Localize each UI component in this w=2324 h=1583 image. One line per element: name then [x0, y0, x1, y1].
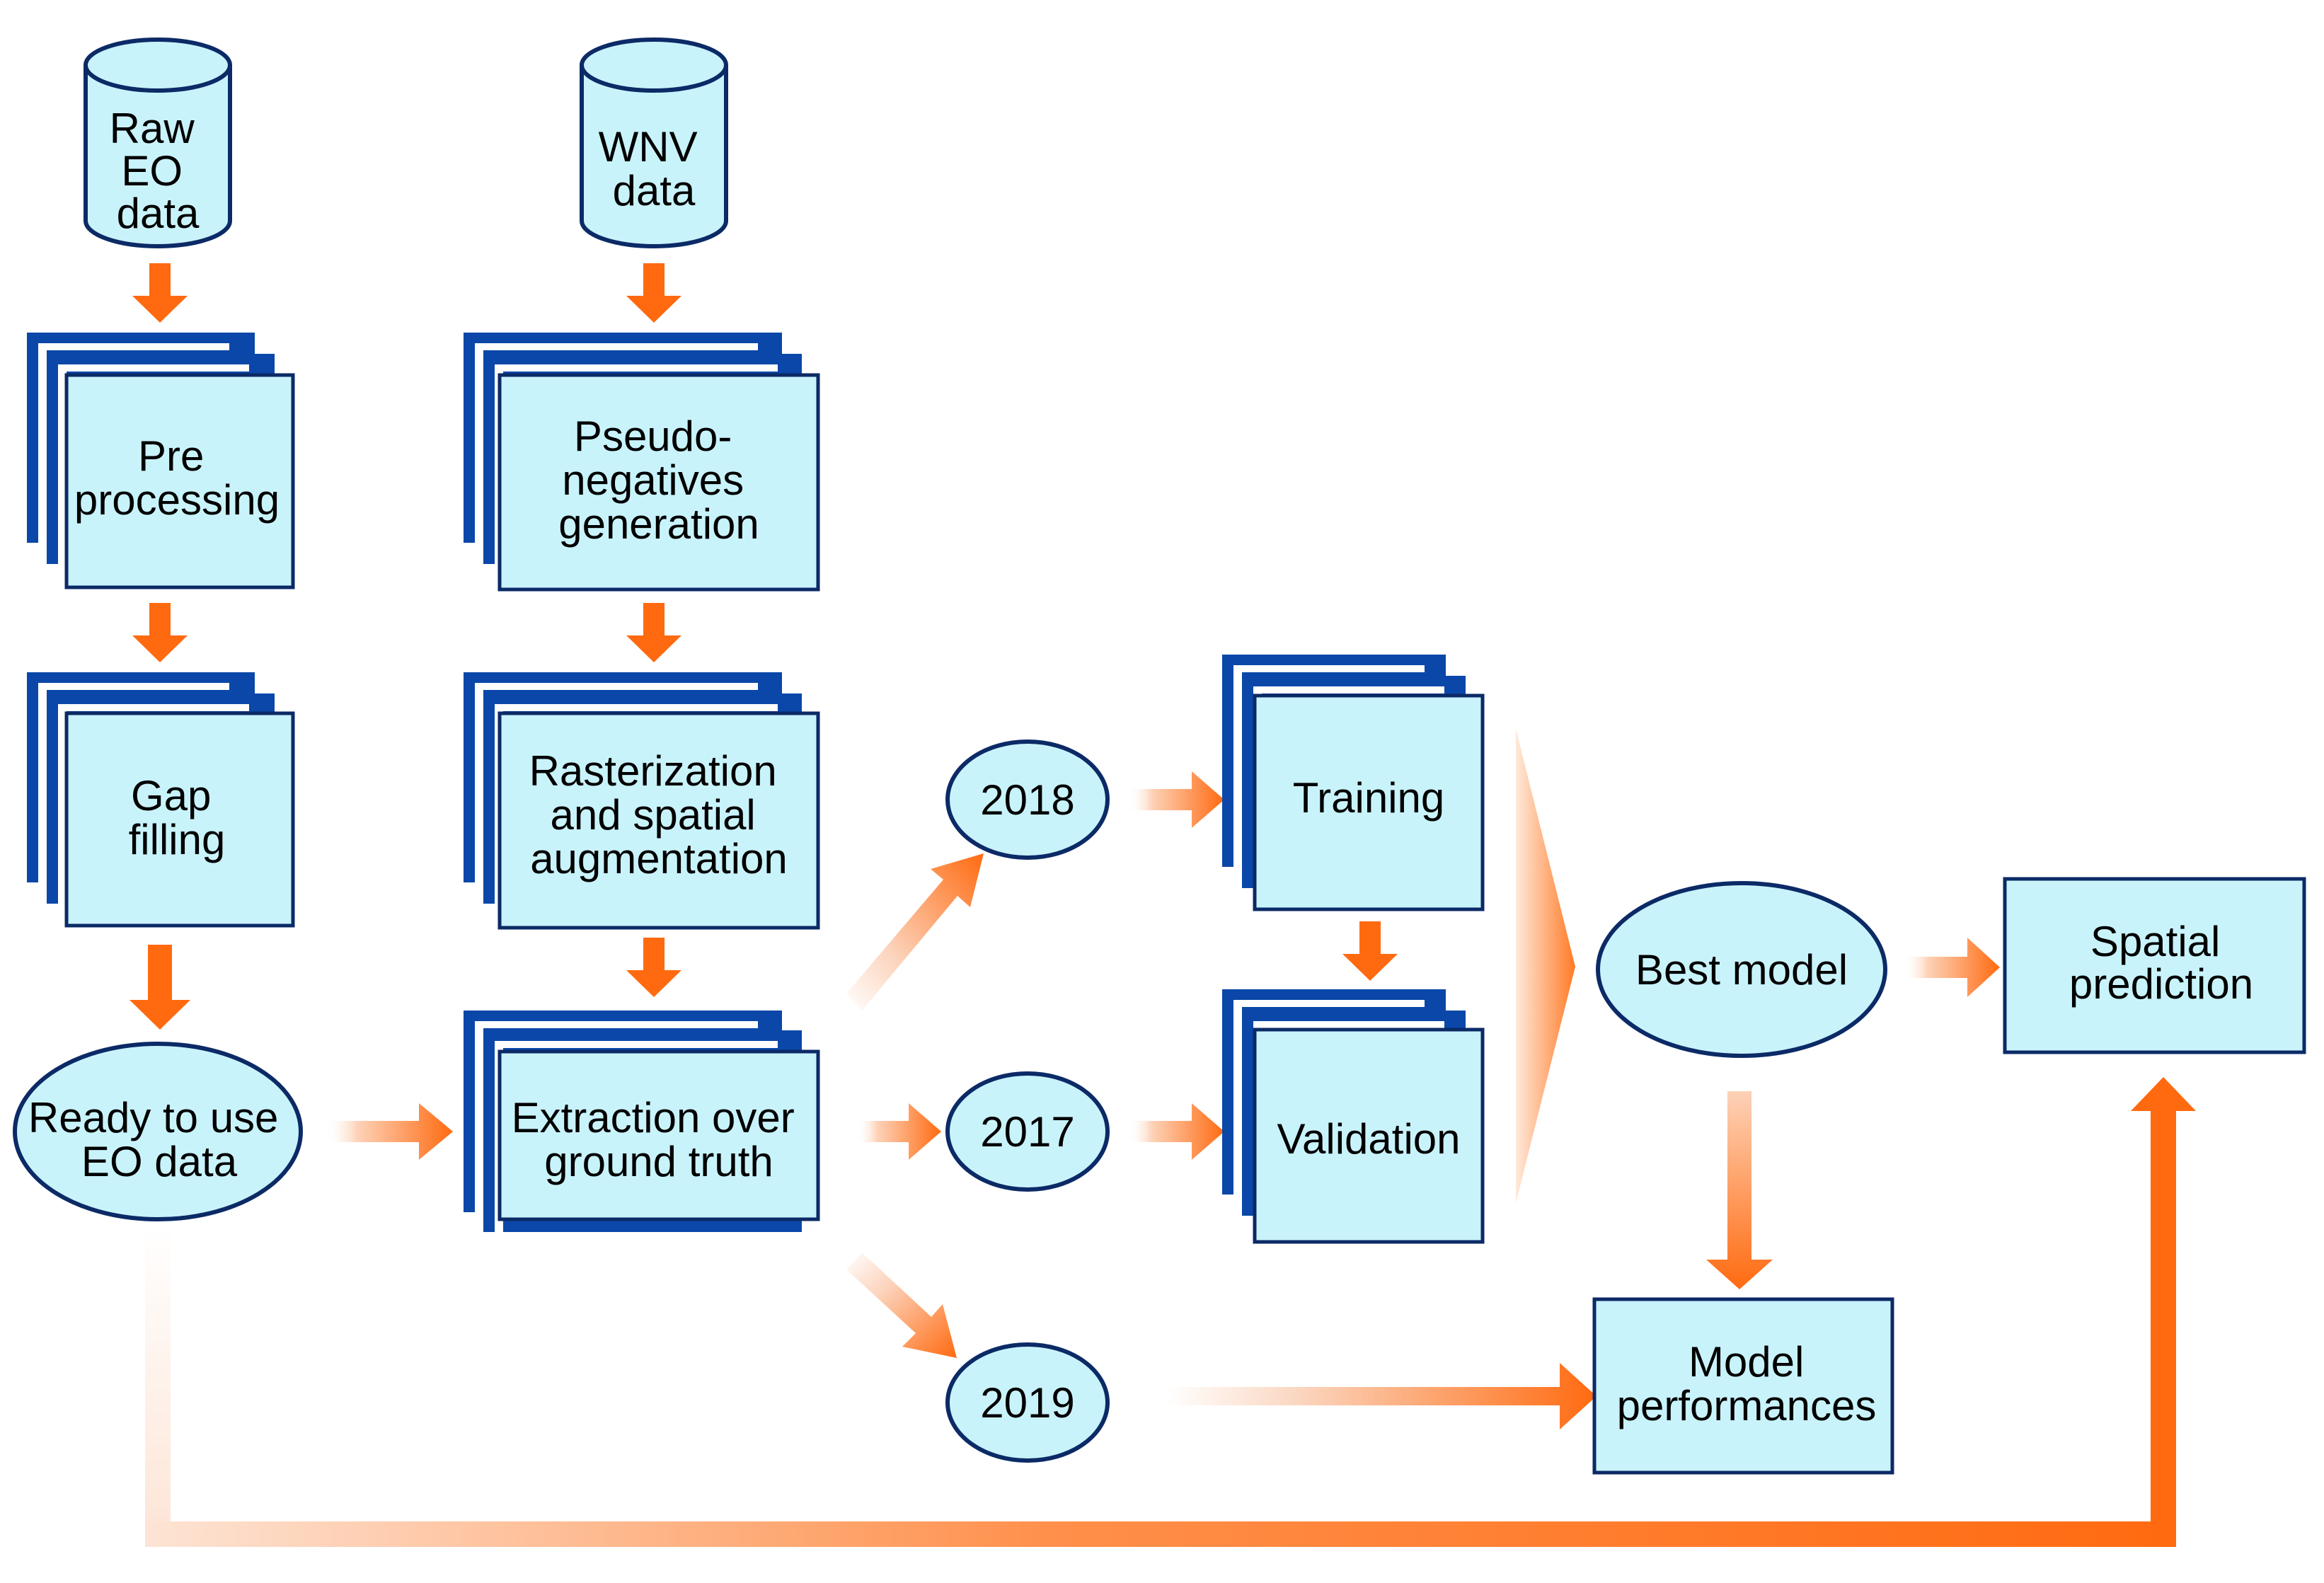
svg-text:Validation: Validation: [1277, 1115, 1460, 1163]
extraction-line-1: Extraction over: [512, 1094, 795, 1141]
arrow-2018-to-training: [1128, 771, 1224, 828]
arrow-2019-to-performances: [1168, 1363, 1597, 1429]
arrow-gap-to-ready: [130, 945, 190, 1030]
raw-eo-line-3: data: [117, 190, 200, 237]
training-label: Training: [1293, 774, 1445, 822]
wnv-line-1: WNV: [599, 123, 698, 171]
svg-text:Extraction over ground t: Extraction over ground truth: [512, 1094, 807, 1185]
arrow-raw-to-preprocessing: [132, 263, 188, 323]
best-model-label: Best model: [1635, 946, 1848, 994]
arrow-bottom-to-spatial: [2131, 1077, 2196, 1547]
arrow-2017-to-validation: [1128, 1103, 1224, 1160]
extraction-line-2: ground truth: [544, 1138, 773, 1185]
svg-text:Spatial prediction: Spatial prediction: [2069, 918, 2253, 1008]
arrow-preprocessing-to-gap: [132, 603, 188, 662]
spatial-prediction-line-2: prediction: [2069, 960, 2253, 1008]
pseudo-line-2: negatives: [562, 456, 744, 504]
year-2019-label: 2019: [980, 1379, 1074, 1427]
svg-text:WNV data: WNV data: [599, 123, 710, 214]
model-performances-box: Model performances: [1592, 1297, 1894, 1475]
svg-text:Ready to use EO data: Ready to use EO data: [28, 1094, 290, 1185]
gap-filling-line-1: Gap: [131, 772, 211, 819]
raw-eo-data-cylinder: Raw EO data: [84, 38, 232, 248]
preprocessing-line-1: Pre: [138, 432, 204, 480]
ready-eo-line-1: Ready to use: [28, 1094, 279, 1141]
arrow-pseudo-to-raster: [626, 603, 681, 662]
arrow-extraction-to-2018: [846, 853, 984, 1011]
rasterization-line-3: augmentation: [530, 835, 788, 882]
ready-eo-line-2: EO data: [81, 1138, 238, 1185]
arrow-training-to-validation: [1342, 921, 1398, 981]
arrow-bestmodel-to-performances: [1706, 1091, 1773, 1289]
rasterization-stack: Rasterization and spatial augmentation: [464, 672, 820, 930]
year-2017-label: 2017: [980, 1108, 1074, 1156]
rasterization-line-1: Rasterization: [529, 747, 777, 795]
svg-text:Raw EO data: Raw EO data: [110, 105, 207, 237]
arrow-wnv-to-pseudo: [626, 263, 681, 323]
raw-eo-line-2: EO: [121, 147, 183, 195]
arrow-ready-to-extraction: [326, 1103, 453, 1160]
svg-text:Gap filling: Gap filling: [129, 772, 226, 863]
svg-text:Training: Training: [1293, 774, 1445, 822]
gap-filling-line-2: filling: [129, 816, 226, 863]
svg-text:Rasterization and spatia: Rasterization and spatial augmentation: [529, 747, 789, 882]
training-stack: Training: [1222, 655, 1485, 911]
spatial-prediction-box: Spatial prediction: [2003, 877, 2306, 1054]
gap-filling-stack: Gap filling: [27, 672, 295, 928]
extraction-stack: Extraction over ground truth: [464, 1011, 820, 1243]
ready-eo-data-node: Ready to use EO data: [13, 1042, 303, 1221]
arrow-extraction-to-2017: [856, 1103, 941, 1160]
arrow-wedge-to-best-model: [1516, 729, 1575, 1203]
svg-text:Pre processing: Pre processing: [74, 432, 280, 524]
validation-stack: Validation: [1222, 989, 1485, 1244]
wnv-line-2: data: [613, 167, 696, 214]
arrows: [130, 263, 2196, 1547]
svg-text:Model performances: Model performances: [1617, 1338, 1877, 1429]
validation-label: Validation: [1277, 1115, 1460, 1163]
wnv-data-cylinder: WNV data: [580, 38, 728, 248]
best-model-node: Best model: [1596, 881, 1887, 1058]
preprocessing-stack: Pre processing: [27, 333, 295, 589]
pseudo-line-1: Pseudo-: [574, 413, 732, 460]
year-2018-node: 2018: [945, 739, 1110, 860]
svg-text:Pseudo- negatives: Pseudo- negatives generation: [558, 413, 759, 548]
model-performances-line-2: performances: [1617, 1382, 1877, 1429]
year-2017-node: 2017: [945, 1071, 1110, 1192]
pseudo-line-3: generation: [558, 500, 759, 548]
arrow-extraction-to-2019: [846, 1253, 957, 1358]
arrow-bottom-vertical: [145, 1228, 171, 1547]
spatial-prediction-line-1: Spatial: [2090, 918, 2220, 965]
model-performances-line-1: Model: [1689, 1338, 1804, 1386]
pseudo-negatives-stack: Pseudo- negatives generation: [464, 333, 820, 592]
raw-eo-line-1: Raw: [110, 105, 195, 152]
preprocessing-line-2: processing: [74, 476, 280, 524]
arrow-bottom-horizontal: [145, 1521, 2176, 1547]
arrow-bestmodel-to-spatial: [1904, 938, 2000, 997]
arrow-raster-to-extraction: [626, 938, 681, 997]
rasterization-line-2: and spatial: [551, 791, 756, 839]
year-2019-node: 2019: [945, 1342, 1110, 1463]
year-2018-label: 2018: [980, 776, 1074, 824]
